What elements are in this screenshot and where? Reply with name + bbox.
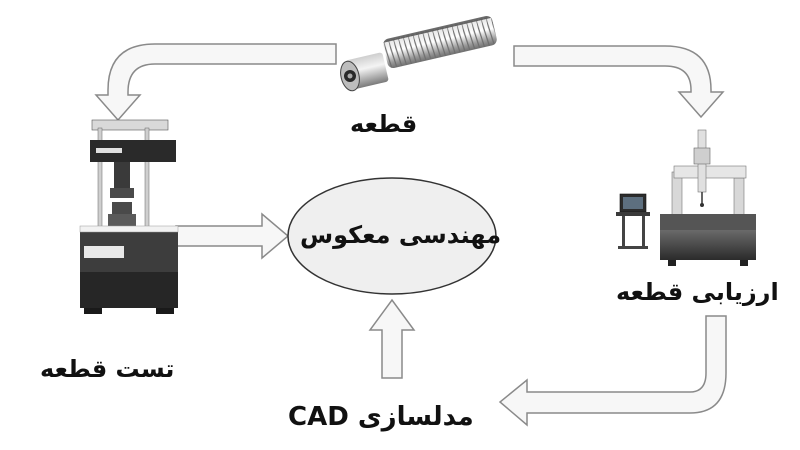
- arrow-part-to-test: [94, 43, 337, 122]
- evaluation-label: ارزیابی قطعه: [616, 278, 779, 306]
- universal-testing-machine-icon: [79, 119, 179, 314]
- arrow-test-to-reverse: [175, 212, 290, 260]
- reverse-engineering-label: مهندسی معکوس: [300, 221, 502, 249]
- arrow-part-to-evaluation: [513, 45, 725, 119]
- spring-cylinder-part-icon: [340, 15, 497, 92]
- part-label: قطعه: [350, 110, 418, 138]
- arrow-evaluation-to-cad: [498, 315, 727, 427]
- cad-modeling-label: مدلسازی CAD: [288, 402, 474, 432]
- coordinate-measuring-machine-icon: [616, 129, 756, 266]
- arrow-cad-to-reverse: [368, 298, 416, 379]
- reverse-engineering-ellipse: [287, 177, 497, 295]
- test-label: تست قطعه: [40, 355, 175, 383]
